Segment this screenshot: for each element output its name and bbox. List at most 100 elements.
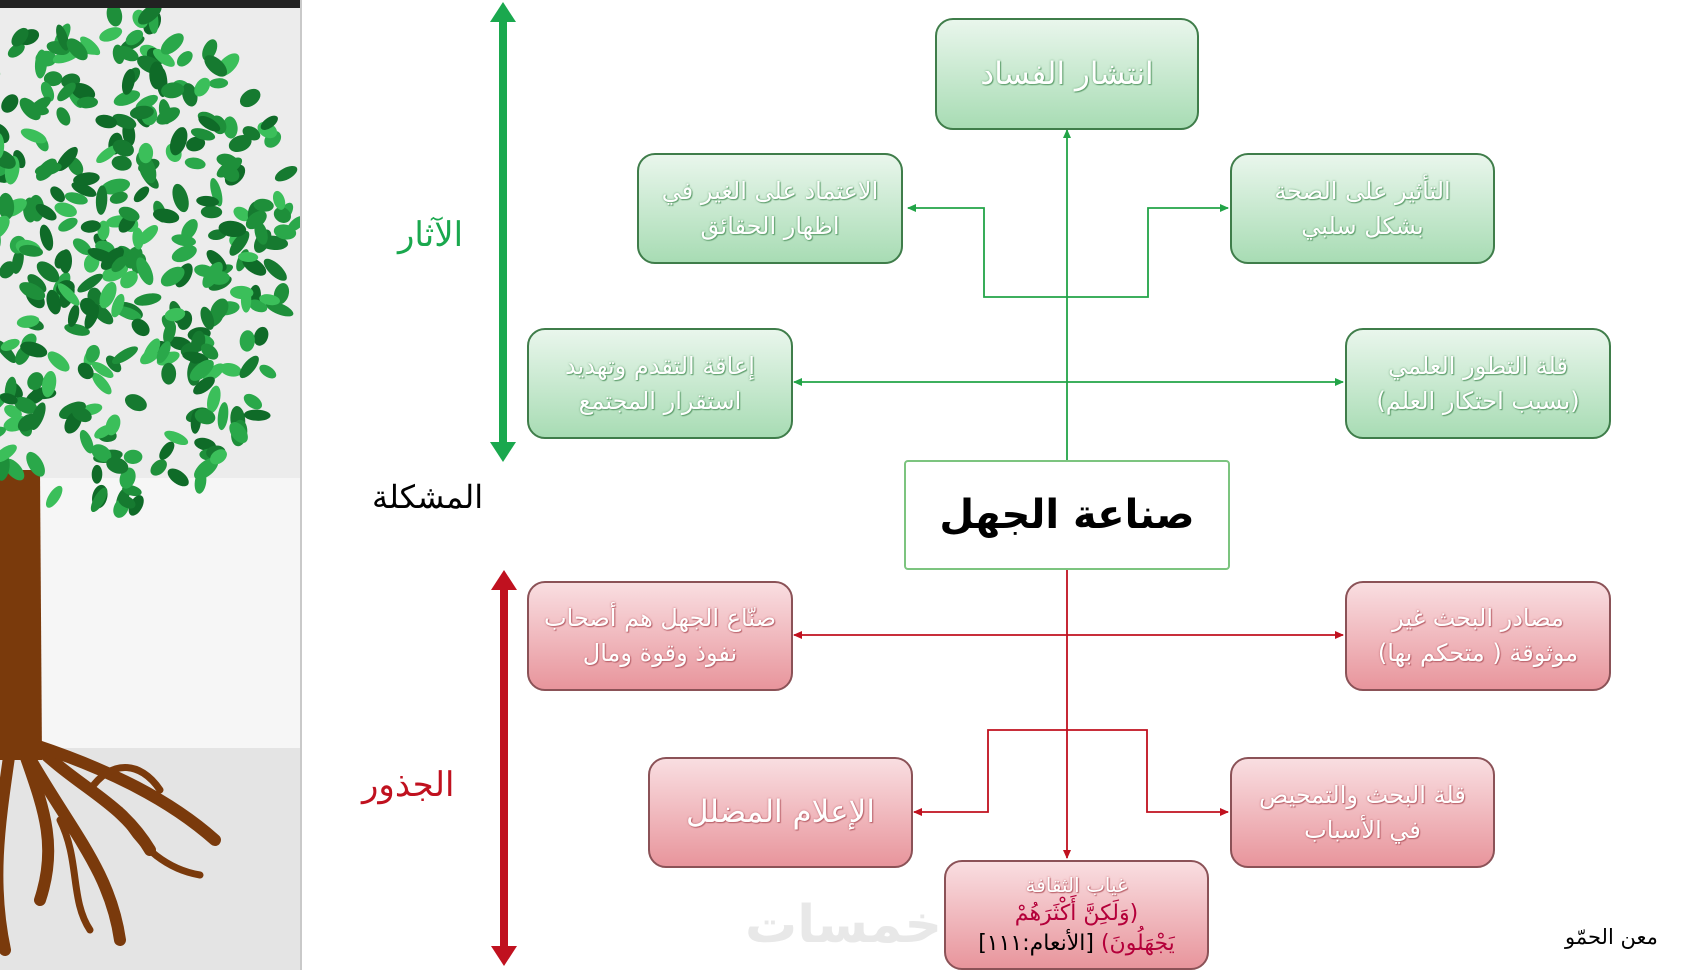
tree-leaf (47, 351, 70, 372)
watermark-text: خمسات (745, 895, 943, 955)
tree-leaf (34, 49, 48, 79)
author-credit: معن الحمّو (1565, 925, 1658, 949)
tree-leaf (91, 464, 103, 484)
tree-leaf (106, 3, 123, 27)
tree-leaf (239, 355, 259, 379)
tree-leaf (99, 27, 123, 42)
root-node-left-upper: صنّاع الجهل هم أصحاب نفوذ وقوة ومال (527, 581, 793, 691)
effect-node-right-lower-line1: قلة التطور العلمي (1388, 351, 1568, 380)
tree-root-branch (56, 816, 94, 934)
root-node-right-lower-line2: في الأسباب (1304, 815, 1421, 844)
tree-leaf (35, 203, 57, 221)
tree-leaf (260, 115, 278, 130)
tree-leaf (200, 306, 215, 330)
tree-leaf (184, 157, 206, 170)
tree-roots (0, 734, 221, 956)
tree-leaf (138, 225, 159, 245)
tree-leaf (1, 94, 19, 113)
tree-leaf (169, 127, 188, 156)
effects-label: الآثار (398, 215, 464, 255)
tree-leaf (167, 468, 189, 487)
tree-leaf (91, 361, 114, 378)
tree-leaf (46, 289, 61, 315)
root-node-left-upper-line1: صنّاع الجهل هم أصحاب (544, 604, 776, 633)
tree-root-branch (0, 744, 16, 956)
tree-leaf (152, 208, 180, 224)
roots-label: الجذور (362, 765, 455, 805)
tree-leaf (259, 364, 277, 379)
tree-leaf (0, 149, 16, 169)
tree-leaf (196, 195, 219, 207)
tree-leaf (56, 107, 71, 126)
tree-leaf (11, 27, 29, 47)
tree-leaf (204, 55, 228, 77)
tree-leaf (210, 298, 229, 321)
tree-leaf (216, 157, 243, 178)
tree-leaf (161, 362, 177, 385)
tree-leaf (172, 183, 189, 213)
tree-leaf (181, 219, 198, 240)
tree-leaf (64, 192, 88, 205)
tree-leaf (77, 362, 94, 380)
tree-trunk (0, 470, 42, 760)
tree-leaf (149, 61, 165, 90)
roots-double-arrow (491, 570, 517, 966)
tree-leaf (0, 192, 15, 220)
tree-leaf (20, 341, 48, 358)
tree-leaf (92, 372, 112, 395)
tree-leaf (193, 376, 215, 395)
root-node-right-upper: مصادر البحث غير موثوقة ( متحكم بها) (1345, 581, 1611, 691)
tree-leaf (202, 261, 223, 288)
tree-leaf (138, 142, 154, 164)
tree-leaf (273, 224, 297, 240)
tree-leaf (39, 224, 54, 251)
tree-leaf (272, 190, 286, 210)
tree-leaf (0, 132, 5, 160)
tree-leaf (220, 362, 242, 377)
tree-leaf (112, 139, 134, 157)
tree-leaf (160, 33, 184, 55)
center-node-text: صناعة الجهل (939, 492, 1195, 538)
tree-leaf (116, 45, 139, 62)
tree-leaf (239, 88, 261, 108)
root-node-left-lower-text: الإعلام المضلل (686, 794, 875, 831)
tree-leaf (240, 287, 252, 313)
tree-leaf (121, 69, 136, 95)
quran-reference: [الأنعام:١١١] (978, 930, 1094, 956)
tree-leaf (131, 318, 150, 337)
root-node-right-upper-line1: مصادر البحث غير (1392, 604, 1564, 633)
tree-leaf (160, 266, 185, 287)
tree-leaf (182, 351, 209, 364)
tree-leaf (152, 48, 175, 67)
tree-leaf (59, 249, 73, 274)
tree-leaf (136, 257, 154, 286)
tree-leaf (77, 273, 103, 293)
tree-leaf (95, 114, 118, 129)
tree-leaf (253, 326, 269, 346)
tree-leaf (159, 441, 175, 460)
tree-leaf (57, 82, 76, 102)
tree-illustration-panel (0, 0, 300, 970)
root-node-left-lower: الإعلام المضلل (648, 757, 913, 868)
tree-leaf (210, 178, 223, 207)
tree-leaf (171, 234, 196, 247)
tree-root-branch (29, 739, 221, 846)
effect-node-left-lower-line2: استقرار المجتمع (578, 386, 742, 415)
tree-leaf (0, 453, 10, 481)
tree-leaf (209, 78, 229, 89)
tree-leaf (243, 409, 271, 421)
tree-leaf (150, 459, 167, 476)
tree-leaf (94, 424, 113, 439)
tree-leaf (91, 444, 112, 462)
effect-node-left-lower: إعاقة التقدم وتهديد استقرار المجتمع (527, 328, 793, 439)
root-node-right-lower-line1: قلة البحث والتمحيص (1259, 780, 1466, 809)
tree-leaf (90, 487, 108, 513)
tree-leaf (228, 134, 252, 153)
tree-leaf (176, 51, 193, 67)
connector-to-root-left-lower (913, 729, 1067, 816)
tree-leaf (71, 182, 97, 197)
tree-leaf (19, 282, 46, 301)
tree-leaf (129, 105, 154, 120)
tree-leaf (202, 39, 218, 61)
tree-leaf (161, 82, 185, 99)
